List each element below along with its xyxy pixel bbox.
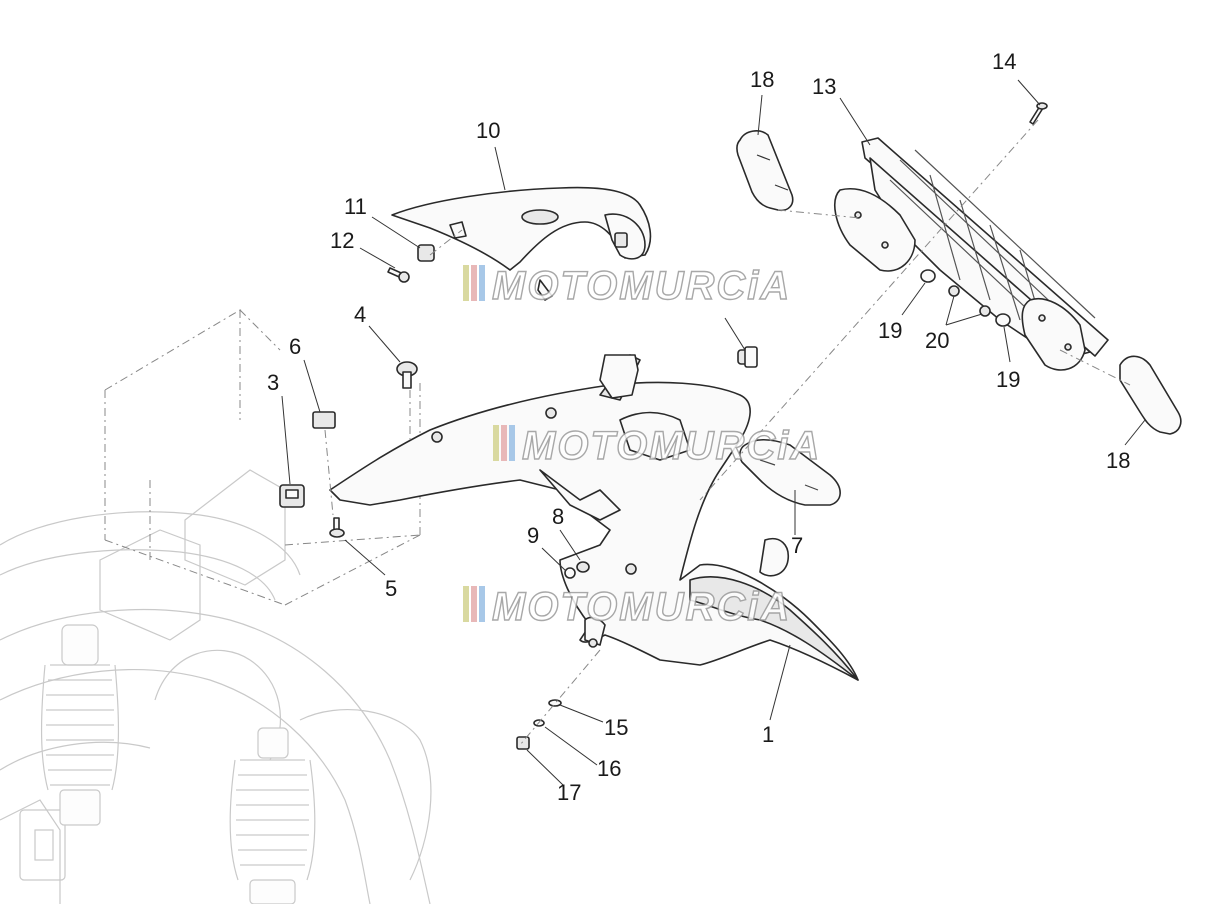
- callout-18-top: 18: [750, 67, 774, 92]
- callout-13: 13: [812, 74, 836, 99]
- part-17-nut: [516, 736, 530, 750]
- callout-5: 5: [385, 576, 397, 601]
- callout-4: 4: [354, 302, 366, 327]
- callout-6: 6: [289, 334, 301, 359]
- watermark-3: MOTOMURCiA: [463, 584, 791, 630]
- part-10-upper-cover: [391, 186, 652, 301]
- part-8-washer: [576, 561, 590, 573]
- watermark-2: MOTOMURCiA: [493, 423, 821, 469]
- part-19-washer-left: [920, 269, 936, 283]
- callout-7: 7: [791, 533, 803, 558]
- part-11-clip: [417, 244, 435, 262]
- callout-20: 20: [925, 328, 949, 353]
- assembly-outline: [104, 309, 421, 606]
- callout-11: 11: [344, 194, 367, 219]
- watermark-text-1: MOTOMURCiA: [492, 264, 791, 308]
- shock-absorber-right-ghost: [229, 727, 316, 904]
- callout-3: 3: [267, 370, 279, 395]
- callout-10: 10: [476, 118, 500, 143]
- callout-12: 12: [330, 228, 354, 253]
- part-13-license-plate-holder: [834, 137, 1109, 371]
- callout-labels: 10 11 12 4 6 3 5 8 9 7 1 15 16 17 13 14 …: [267, 49, 1130, 805]
- callout-18-bottom: 18: [1106, 448, 1130, 473]
- part-4-screw: [396, 361, 418, 389]
- part-1-rear-mudguard: [329, 354, 859, 681]
- part-3-clip: [279, 484, 305, 508]
- callout-14: 14: [992, 49, 1016, 74]
- callout-9: 9: [527, 523, 539, 548]
- watermark-text-2: MOTOMURCiA: [522, 424, 821, 468]
- callout-19-left: 19: [878, 318, 902, 343]
- shock-absorber-left-ghost: [40, 624, 120, 826]
- callout-15: 15: [604, 715, 628, 740]
- callout-8: 8: [552, 504, 564, 529]
- part-9-nut: [564, 567, 576, 579]
- assembly-outline-2: [149, 310, 421, 560]
- part-6-nut: [312, 411, 336, 429]
- mudguard-screw: [737, 346, 758, 368]
- leader-lines: [281, 79, 1146, 786]
- part-18-rubber-pad-bottom: [1119, 355, 1182, 435]
- part-7-reflector: [739, 438, 841, 506]
- callout-19-right: 19: [996, 367, 1020, 392]
- part-14-screw: [1029, 102, 1048, 125]
- part-19-washer-right: [995, 313, 1011, 327]
- watermark-text-3: MOTOMURCiA: [492, 585, 791, 629]
- scooter-frame-ghost: [0, 469, 432, 904]
- callout-16: 16: [597, 756, 621, 781]
- part-5-screw: [329, 517, 345, 538]
- part-15-washer: [548, 699, 562, 707]
- assembly-axes: [324, 119, 1131, 746]
- callout-1: 1: [762, 722, 774, 747]
- part-12-screw: [387, 267, 410, 283]
- part-18-rubber-pad-top: [736, 130, 794, 212]
- watermark-1: MOTOMURCiA: [463, 263, 791, 309]
- callout-17: 17: [557, 780, 581, 805]
